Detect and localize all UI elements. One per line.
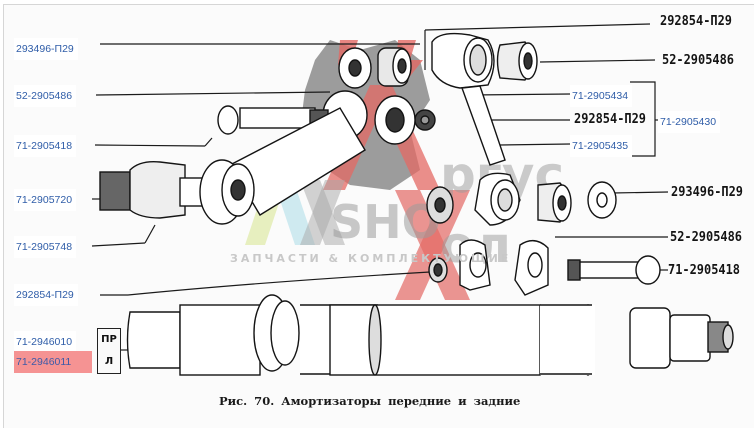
side-marking-right: ПР bbox=[101, 334, 117, 345]
printed-label-292854-p29-top: 292854-П29 bbox=[660, 14, 733, 29]
watermark-tagline: ЗАПЧАСТИ & КОМПЛЕКТУЮЩИЕ bbox=[230, 252, 512, 265]
part-link-71-2905434[interactable]: 71-2905434 bbox=[570, 85, 633, 107]
side-marking-left: Л bbox=[104, 356, 114, 367]
part-link-71-2946011-highlighted[interactable]: 71-2946011 bbox=[14, 351, 92, 373]
svg-text:SHO: SHO bbox=[330, 195, 441, 249]
part-link-293496-p29[interactable]: 293496-П29 bbox=[14, 38, 78, 60]
part-link-71-2905430[interactable]: 71-2905430 bbox=[658, 111, 721, 133]
figure-caption: Рис. 70. Амортизаторы передние и задние bbox=[219, 394, 521, 408]
part-link-292854-p29[interactable]: 292854-П29 bbox=[14, 284, 78, 306]
part-link-71-2946010[interactable]: 71-2946010 bbox=[14, 331, 77, 353]
printed-label-52-2905486-top: 52-2905486 bbox=[662, 53, 735, 68]
printed-label-52-2905486-bottom: 52-2905486 bbox=[670, 230, 743, 245]
part-link-71-2905720[interactable]: 71-2905720 bbox=[14, 189, 77, 211]
part-link-71-2905748[interactable]: 71-2905748 bbox=[14, 236, 77, 258]
leader-lines bbox=[91, 23, 669, 351]
printed-label-71-2905418: 71-2905418 bbox=[668, 263, 741, 278]
part-link-52-2905486[interactable]: 52-2905486 bbox=[14, 85, 77, 107]
part-link-71-2905435[interactable]: 71-2905435 bbox=[570, 135, 633, 157]
part-link-71-2905418[interactable]: 71-2905418 bbox=[14, 135, 77, 157]
printed-label-292854-p29-mid: 292854-П29 bbox=[574, 112, 647, 127]
parts bbox=[99, 32, 734, 376]
printed-label-293496-p29: 293496-П29 bbox=[671, 185, 744, 200]
side-marking-box: ПР Л bbox=[97, 328, 121, 374]
